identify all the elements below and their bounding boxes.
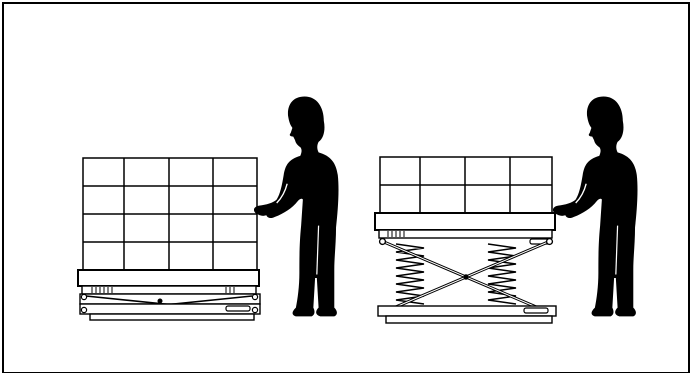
box-stack-icon bbox=[82, 157, 258, 271]
box-stack-icon bbox=[379, 156, 553, 214]
scissor-lift-icon bbox=[374, 212, 557, 324]
scissor-lift-icon bbox=[77, 269, 261, 321]
panel-lowered bbox=[77, 95, 340, 321]
panel-raised bbox=[374, 95, 639, 324]
